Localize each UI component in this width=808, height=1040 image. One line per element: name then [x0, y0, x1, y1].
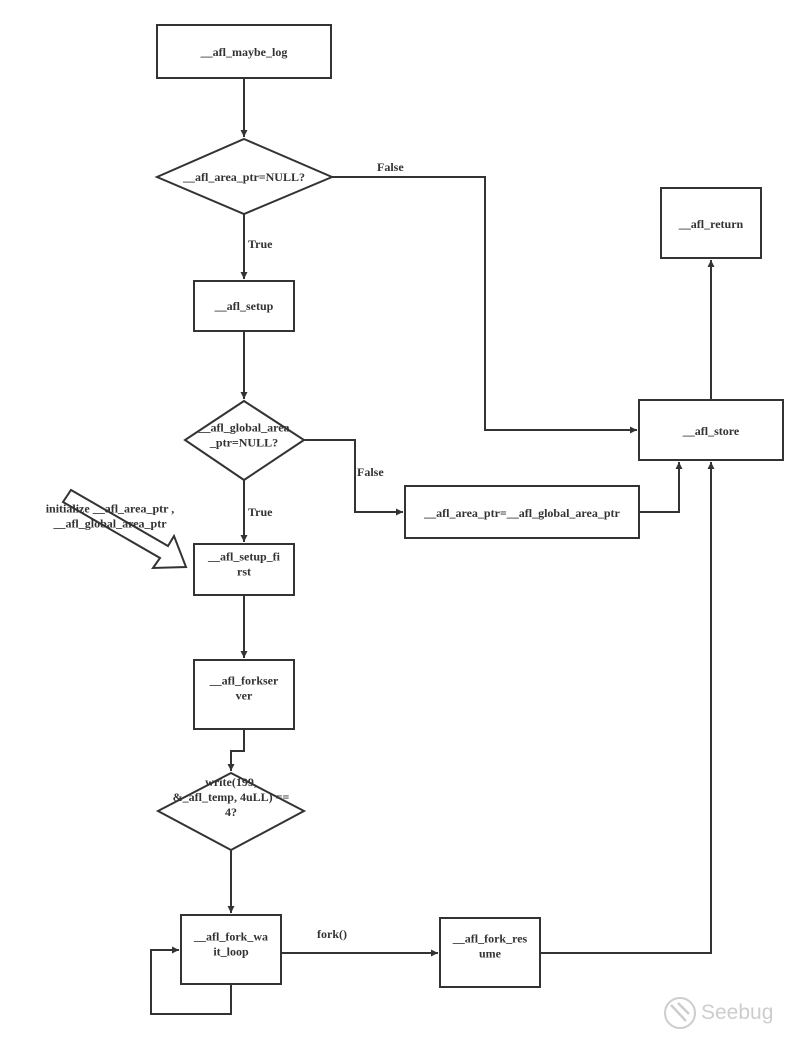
text-line: __afl_area_ptr=NULL? [182, 170, 305, 184]
text-line: it_loop [213, 945, 249, 959]
edge-assign-to-store [639, 462, 683, 513]
text-line: __afl_fork_wa [193, 930, 268, 944]
text-line: __afl_fork_res [452, 932, 528, 946]
node-afl-area-ptr-null-check [154, 137, 335, 216]
edge-global-check-false-to-assign [304, 439, 403, 516]
text-line: __afl_area_ptr=__afl_global_area_ptr [423, 506, 620, 520]
annotation-arrow [61, 488, 188, 570]
edge-resume-to-store [540, 462, 715, 954]
edge-label-true-global-check: True [248, 505, 273, 519]
text-line: __afl_global_area_ptr [52, 517, 167, 531]
seebug-logo-icon [664, 997, 696, 1029]
text-line: initialize __afl_area_ptr , [46, 502, 175, 516]
edge-label-fork: fork() [317, 927, 347, 941]
text-line: __afl_forkser [209, 674, 279, 688]
text-line: __afl_maybe_log [200, 45, 288, 59]
node-afl-store [638, 399, 784, 461]
node-afl-fork-resume [439, 917, 541, 988]
edge-label-false-global-check: False [357, 465, 384, 479]
nodes [154, 24, 784, 988]
node-afl-forkserver [193, 659, 295, 730]
edge-labels: False True False True fork() [248, 160, 404, 941]
text-line: rst [237, 565, 251, 579]
edge-label-false-area-check: False [377, 160, 404, 174]
node-afl-return [660, 187, 762, 259]
text-line: ver [236, 689, 253, 703]
label-afl-global-area-ptr-null-check: __afl_global_area_ptr=NULL? [197, 421, 289, 450]
node-afl-setup [193, 280, 295, 332]
label-afl-area-ptr-null-check: __afl_area_ptr=NULL? [182, 170, 305, 184]
edge-area-check-false-to-store [332, 176, 637, 434]
edge-label-true-area-check: True [248, 237, 273, 251]
text-line: write(199, [205, 775, 257, 789]
node-afl-setup-first [193, 543, 295, 596]
node-afl-global-area-ptr-null-check [183, 399, 306, 482]
seebug-watermark: Seebug [664, 997, 773, 1029]
edge-wait-loop-self [150, 946, 232, 1015]
text-line: 4? [225, 805, 237, 819]
label-afl-return: __afl_return [678, 217, 744, 231]
node-write-check [155, 771, 307, 852]
text-line: __afl_store [682, 424, 740, 438]
label-afl-area-ptr-assign: __afl_area_ptr=__afl_global_area_ptr [423, 506, 620, 520]
node-afl-maybe-log [156, 24, 332, 79]
node-afl-fork-wait-loop [180, 914, 282, 985]
text-line: __afl_return [678, 217, 744, 231]
text-line: _ptr=NULL? [209, 436, 278, 450]
text-line: __afl_setup_fi [207, 550, 281, 564]
label-write-check: write(199,&_afl_temp, 4uLL) ==4? [173, 775, 290, 819]
watermark-text: Seebug [701, 1001, 773, 1024]
text-line: __afl_global_area [197, 421, 289, 435]
label-afl-setup: __afl_setup [214, 299, 274, 313]
edge-forkserver-to-write-check [227, 730, 245, 771]
node-labels: __afl_maybe_log __afl_area_ptr=NULL? __a… [173, 45, 744, 961]
edges [150, 79, 715, 1015]
text-line: ume [479, 947, 502, 961]
label-afl-maybe-log: __afl_maybe_log [200, 45, 288, 59]
text-line: __afl_setup [214, 299, 274, 313]
annotation-initialize: initialize __afl_area_ptr ,__afl_global_… [46, 502, 175, 531]
node-afl-area-ptr-assign [404, 485, 640, 539]
text-line: &_afl_temp, 4uLL) == [173, 790, 290, 804]
label-afl-store: __afl_store [682, 424, 740, 438]
